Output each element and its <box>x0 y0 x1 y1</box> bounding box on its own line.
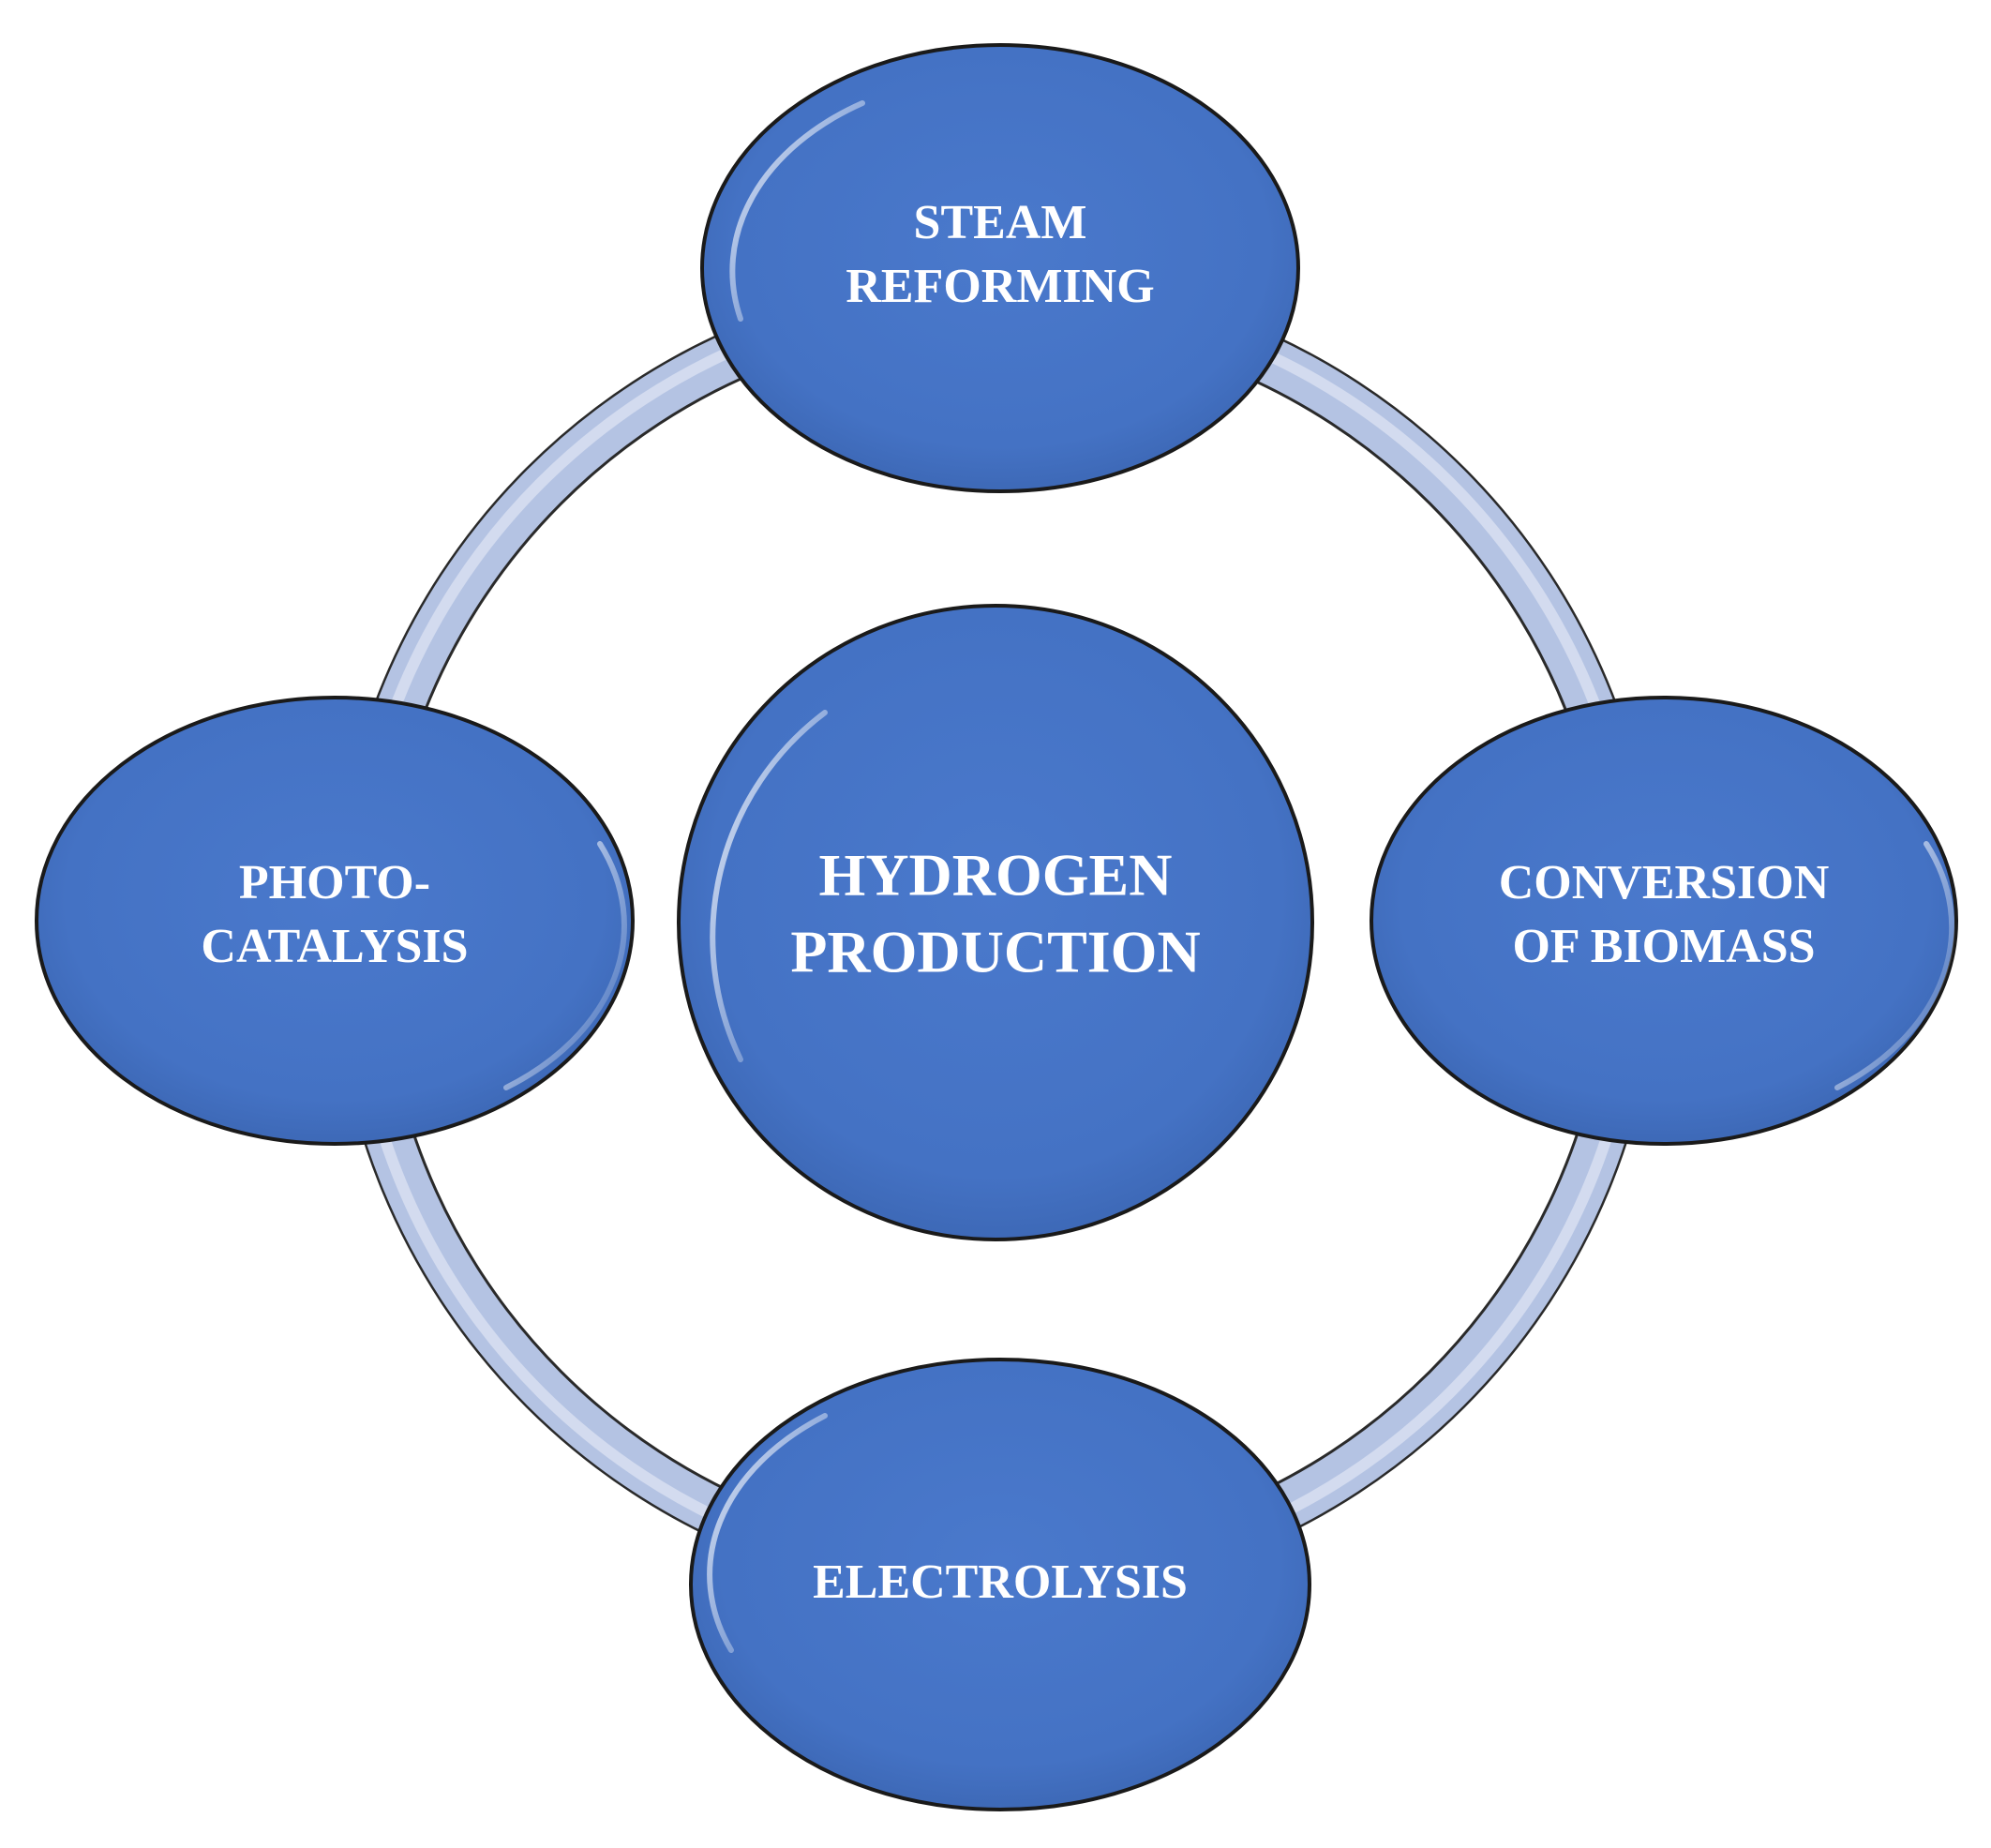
node-conversion-of-biomass-label-line2: OF BIOMASS <box>1512 920 1815 973</box>
node-steam-reforming-label-line2: REFORMING <box>846 260 1154 313</box>
node-photo-catalysis-gloss <box>503 841 627 1090</box>
node-steam-reforming-shape <box>700 43 1300 493</box>
node-electrolysis: ELECTROLYSIS <box>689 1358 1311 1811</box>
node-photo-catalysis-label-line2: CATALYSIS <box>201 920 468 973</box>
node-photo-catalysis: PHOTO- CATALYSIS <box>35 696 635 1146</box>
node-conversion-of-biomass-shape <box>1370 696 1958 1146</box>
node-photo-catalysis-shape <box>35 696 635 1146</box>
node-electrolysis-label: ELECTROLYSIS <box>813 1555 1188 1609</box>
node-steam-reforming-gloss <box>729 100 865 322</box>
node-conversion-of-biomass: CONVERSION OF BIOMASS <box>1370 696 1958 1146</box>
node-photo-catalysis-label-line1: PHOTO- <box>239 856 430 909</box>
center-node-shape <box>677 604 1314 1241</box>
center-node-gloss <box>710 710 828 1062</box>
center-node-label-line1: HYDROGEN <box>819 842 1173 909</box>
center-node-label-line2: PRODUCTION <box>790 919 1200 985</box>
center-node: HYDROGEN PRODUCTION <box>677 604 1314 1241</box>
node-electrolysis-shape <box>689 1358 1311 1811</box>
node-steam-reforming-label-line1: STEAM <box>914 196 1087 249</box>
node-steam-reforming: STEAM REFORMING <box>700 43 1300 493</box>
node-conversion-of-biomass-gloss <box>1834 841 1955 1090</box>
node-electrolysis-gloss <box>707 1413 828 1653</box>
node-conversion-of-biomass-label-line1: CONVERSION <box>1499 856 1830 909</box>
